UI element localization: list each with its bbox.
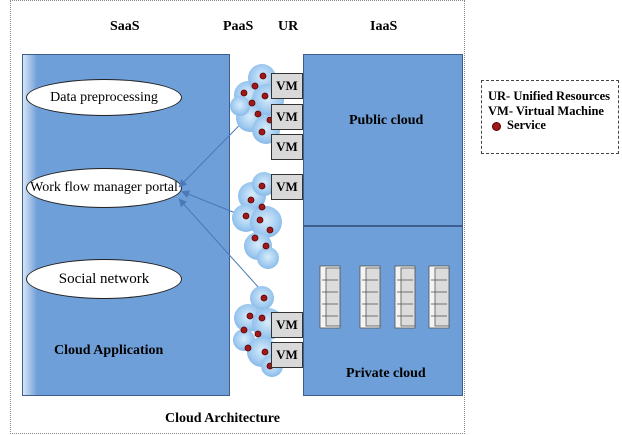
header-iaas: IaaS <box>370 19 398 34</box>
vm-box-3: VM <box>271 134 303 160</box>
header-ur: UR <box>278 19 299 34</box>
private-cloud-label: Private cloud <box>346 366 426 381</box>
server-4 <box>428 265 450 329</box>
public-cloud-label: Public cloud <box>349 113 424 128</box>
ellipse-social-network: Social network <box>26 259 182 299</box>
iaas-public-cloud-box <box>303 54 463 226</box>
vm-box-4: VM <box>271 174 303 200</box>
legend-service-text: Service <box>507 118 546 132</box>
arrow-paas-bot-to-portal <box>178 198 269 299</box>
vm-box-2: VM <box>271 104 303 130</box>
header-saas: SaaS <box>110 19 140 34</box>
server-racks <box>319 265 450 329</box>
service-dot-icon <box>492 121 501 131</box>
vm-box-1: VM <box>271 73 303 99</box>
legend-line-ur: UR- Unified Resources <box>488 89 610 103</box>
vm-box-6: VM <box>271 342 303 368</box>
saas-label-cloud-application: Cloud Application <box>54 343 164 358</box>
vm-box-5: VM <box>271 312 303 338</box>
server-2 <box>359 265 381 329</box>
server-1 <box>319 265 341 329</box>
legend-line-vm: VM- Virtual Machine <box>488 103 604 118</box>
ellipse-workflow-portal: Work flow manager portal <box>26 168 182 208</box>
architecture-frame <box>10 0 465 434</box>
header-paas: PaaS <box>223 19 254 34</box>
legend-line-service: Service <box>488 118 618 133</box>
arrow-paas-mid-to-portal <box>181 190 239 215</box>
legend-box: UR- Unified Resources VM- Virtual Machin… <box>481 80 619 154</box>
ellipse-data-preprocessing: Data preprocessing <box>26 79 182 116</box>
cloud-architecture-label: Cloud Architecture <box>165 411 280 426</box>
server-3 <box>394 265 416 329</box>
